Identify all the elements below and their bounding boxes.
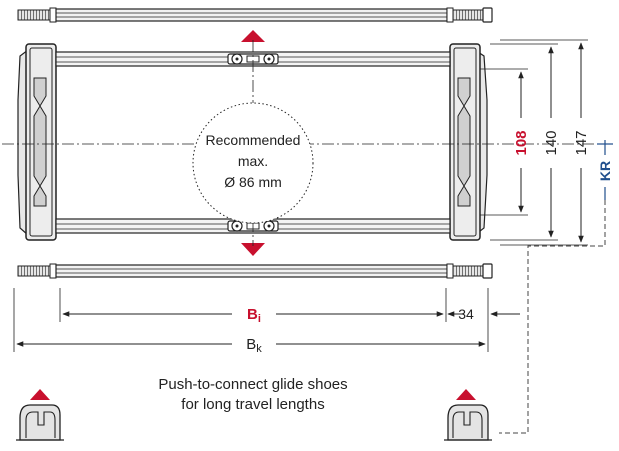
screw-thread-left-bottom bbox=[17, 265, 51, 277]
dimension-140: 140 bbox=[490, 43, 560, 241]
crossbar-top-bar bbox=[55, 8, 448, 22]
dimension-kr: KR bbox=[597, 140, 613, 200]
dimension-label-bk: Bk bbox=[246, 336, 262, 355]
crossbar-bottom-bar bbox=[55, 264, 448, 278]
dimension-label-34: 34 bbox=[458, 306, 474, 322]
circle-label-line1: Recommended bbox=[206, 132, 301, 148]
dimension-34: 34 bbox=[447, 288, 520, 352]
glide-shoe-right-arrow-icon bbox=[456, 389, 476, 400]
bend-radius-guide-line bbox=[499, 200, 606, 434]
screw-thread-right-top bbox=[452, 9, 484, 21]
circle-label-line3: Ø 86 mm bbox=[224, 174, 282, 190]
dimension-label-108: 108 bbox=[513, 130, 530, 155]
recommended-diameter-circle bbox=[192, 102, 314, 224]
right-side-link bbox=[449, 43, 488, 241]
screw-head-right-top bbox=[446, 7, 454, 23]
dimension-bk: Bk bbox=[13, 288, 486, 355]
dimension-label-kr: KR bbox=[597, 161, 613, 181]
screw-head-left-bottom bbox=[49, 263, 57, 279]
open-direction-arrow-up-icon bbox=[241, 30, 265, 42]
dimension-label-147: 147 bbox=[573, 130, 590, 155]
screw-thread-right-bottom bbox=[452, 265, 484, 277]
screw-head-left-top bbox=[49, 7, 57, 23]
open-direction-arrow-down-icon bbox=[241, 243, 265, 256]
caption-line1: Push-to-connect glide shoes bbox=[158, 376, 347, 393]
dimension-label-140: 140 bbox=[543, 130, 560, 155]
dimension-147: 147 bbox=[500, 39, 590, 246]
screw-thread-left-top bbox=[17, 9, 51, 21]
dimension-108: 108 bbox=[480, 68, 530, 216]
left-side-link bbox=[17, 43, 57, 241]
separator-clip-top bbox=[227, 53, 279, 65]
dimension-bi: Bi bbox=[59, 288, 447, 325]
screw-head-right-bottom bbox=[446, 263, 454, 279]
caption-line2: for long travel lengths bbox=[181, 396, 324, 413]
glide-shoe-right bbox=[444, 389, 492, 441]
glide-shoe-left-arrow-icon bbox=[30, 389, 50, 400]
bottom-crossbar bbox=[17, 263, 493, 279]
dimension-label-bi: Bi bbox=[247, 306, 261, 325]
top-crossbar bbox=[17, 7, 493, 23]
circle-label-line2: max. bbox=[238, 153, 268, 169]
glide-shoe-left bbox=[16, 389, 64, 441]
